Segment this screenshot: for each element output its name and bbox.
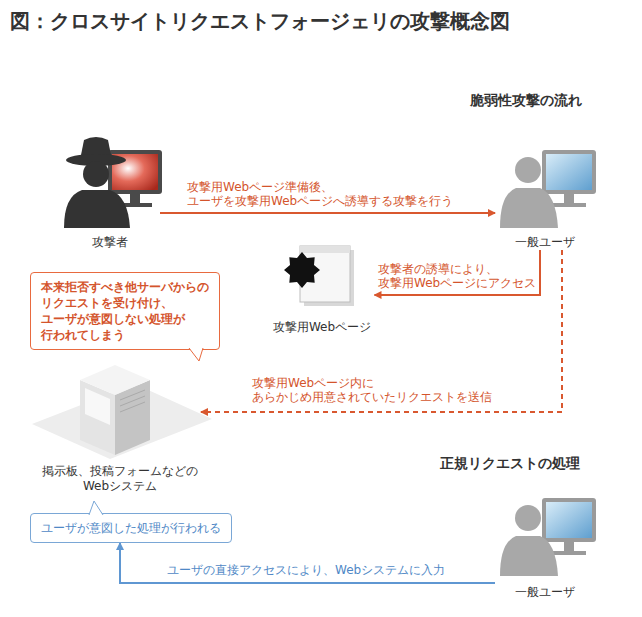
callout-tail [89,501,105,515]
section-heading: 正規リクエストの処理 [440,455,580,473]
callout-text: ユーザが意図した処理が行われる [41,520,221,536]
callout-box: 本来拒否すべき他サーバからの リクエストを受け付け、 ユーザが意図しない処理が … [30,272,220,350]
connector-arrow [120,543,495,583]
user-figure [500,150,596,228]
figure-label: 攻撃用Webページ [270,320,375,335]
user-figure [500,498,596,576]
callout-tail [189,348,205,362]
edge-label: 攻撃者の誘導により、 攻撃用Webページにアクセス [376,262,538,290]
figure-node: 掲示板、投稿フォームなどの Webシステム [39,370,201,494]
figure-node: 攻撃用Webページ [270,240,375,335]
edge-label: 攻撃用Webページ準備後、 ユーザを攻撃用Webページへ誘導する攻撃を行う [185,180,455,208]
figure-label: 掲示板、投稿フォームなどの Webシステム [39,464,201,494]
connector-arrow [201,250,562,412]
figure-node: 一般ユーザ [495,490,595,600]
edge-label: 攻撃用Webページ内に あらかじめ用意されていたリクエストを送信 [250,376,494,404]
section-heading: 脆弱性攻撃の流れ [470,92,582,110]
attacker-figure [64,137,162,228]
figure-label: 攻撃者 [60,235,160,250]
connector-arrow [375,250,541,295]
server-figure [32,365,212,459]
diagram-title: 図：クロスサイトリクエストフォージェリの攻撃概念図 [10,8,510,35]
figure-node: 攻撃者 [60,145,160,250]
callout-box: ユーザが意図した処理が行われる [30,513,232,543]
callout-text: 本来拒否すべき他サーバからの リクエストを受け付け、 ユーザが意図しない処理が … [41,279,209,343]
edge-label: ユーザの直接アクセスにより、Webシステムに入力 [165,563,447,577]
figure-node: 一般ユーザ [495,145,595,250]
figure-label: 一般ユーザ [495,585,595,600]
figure-label: 一般ユーザ [495,235,595,250]
web-page-icon [284,246,354,306]
connector-arrow [160,212,495,214]
